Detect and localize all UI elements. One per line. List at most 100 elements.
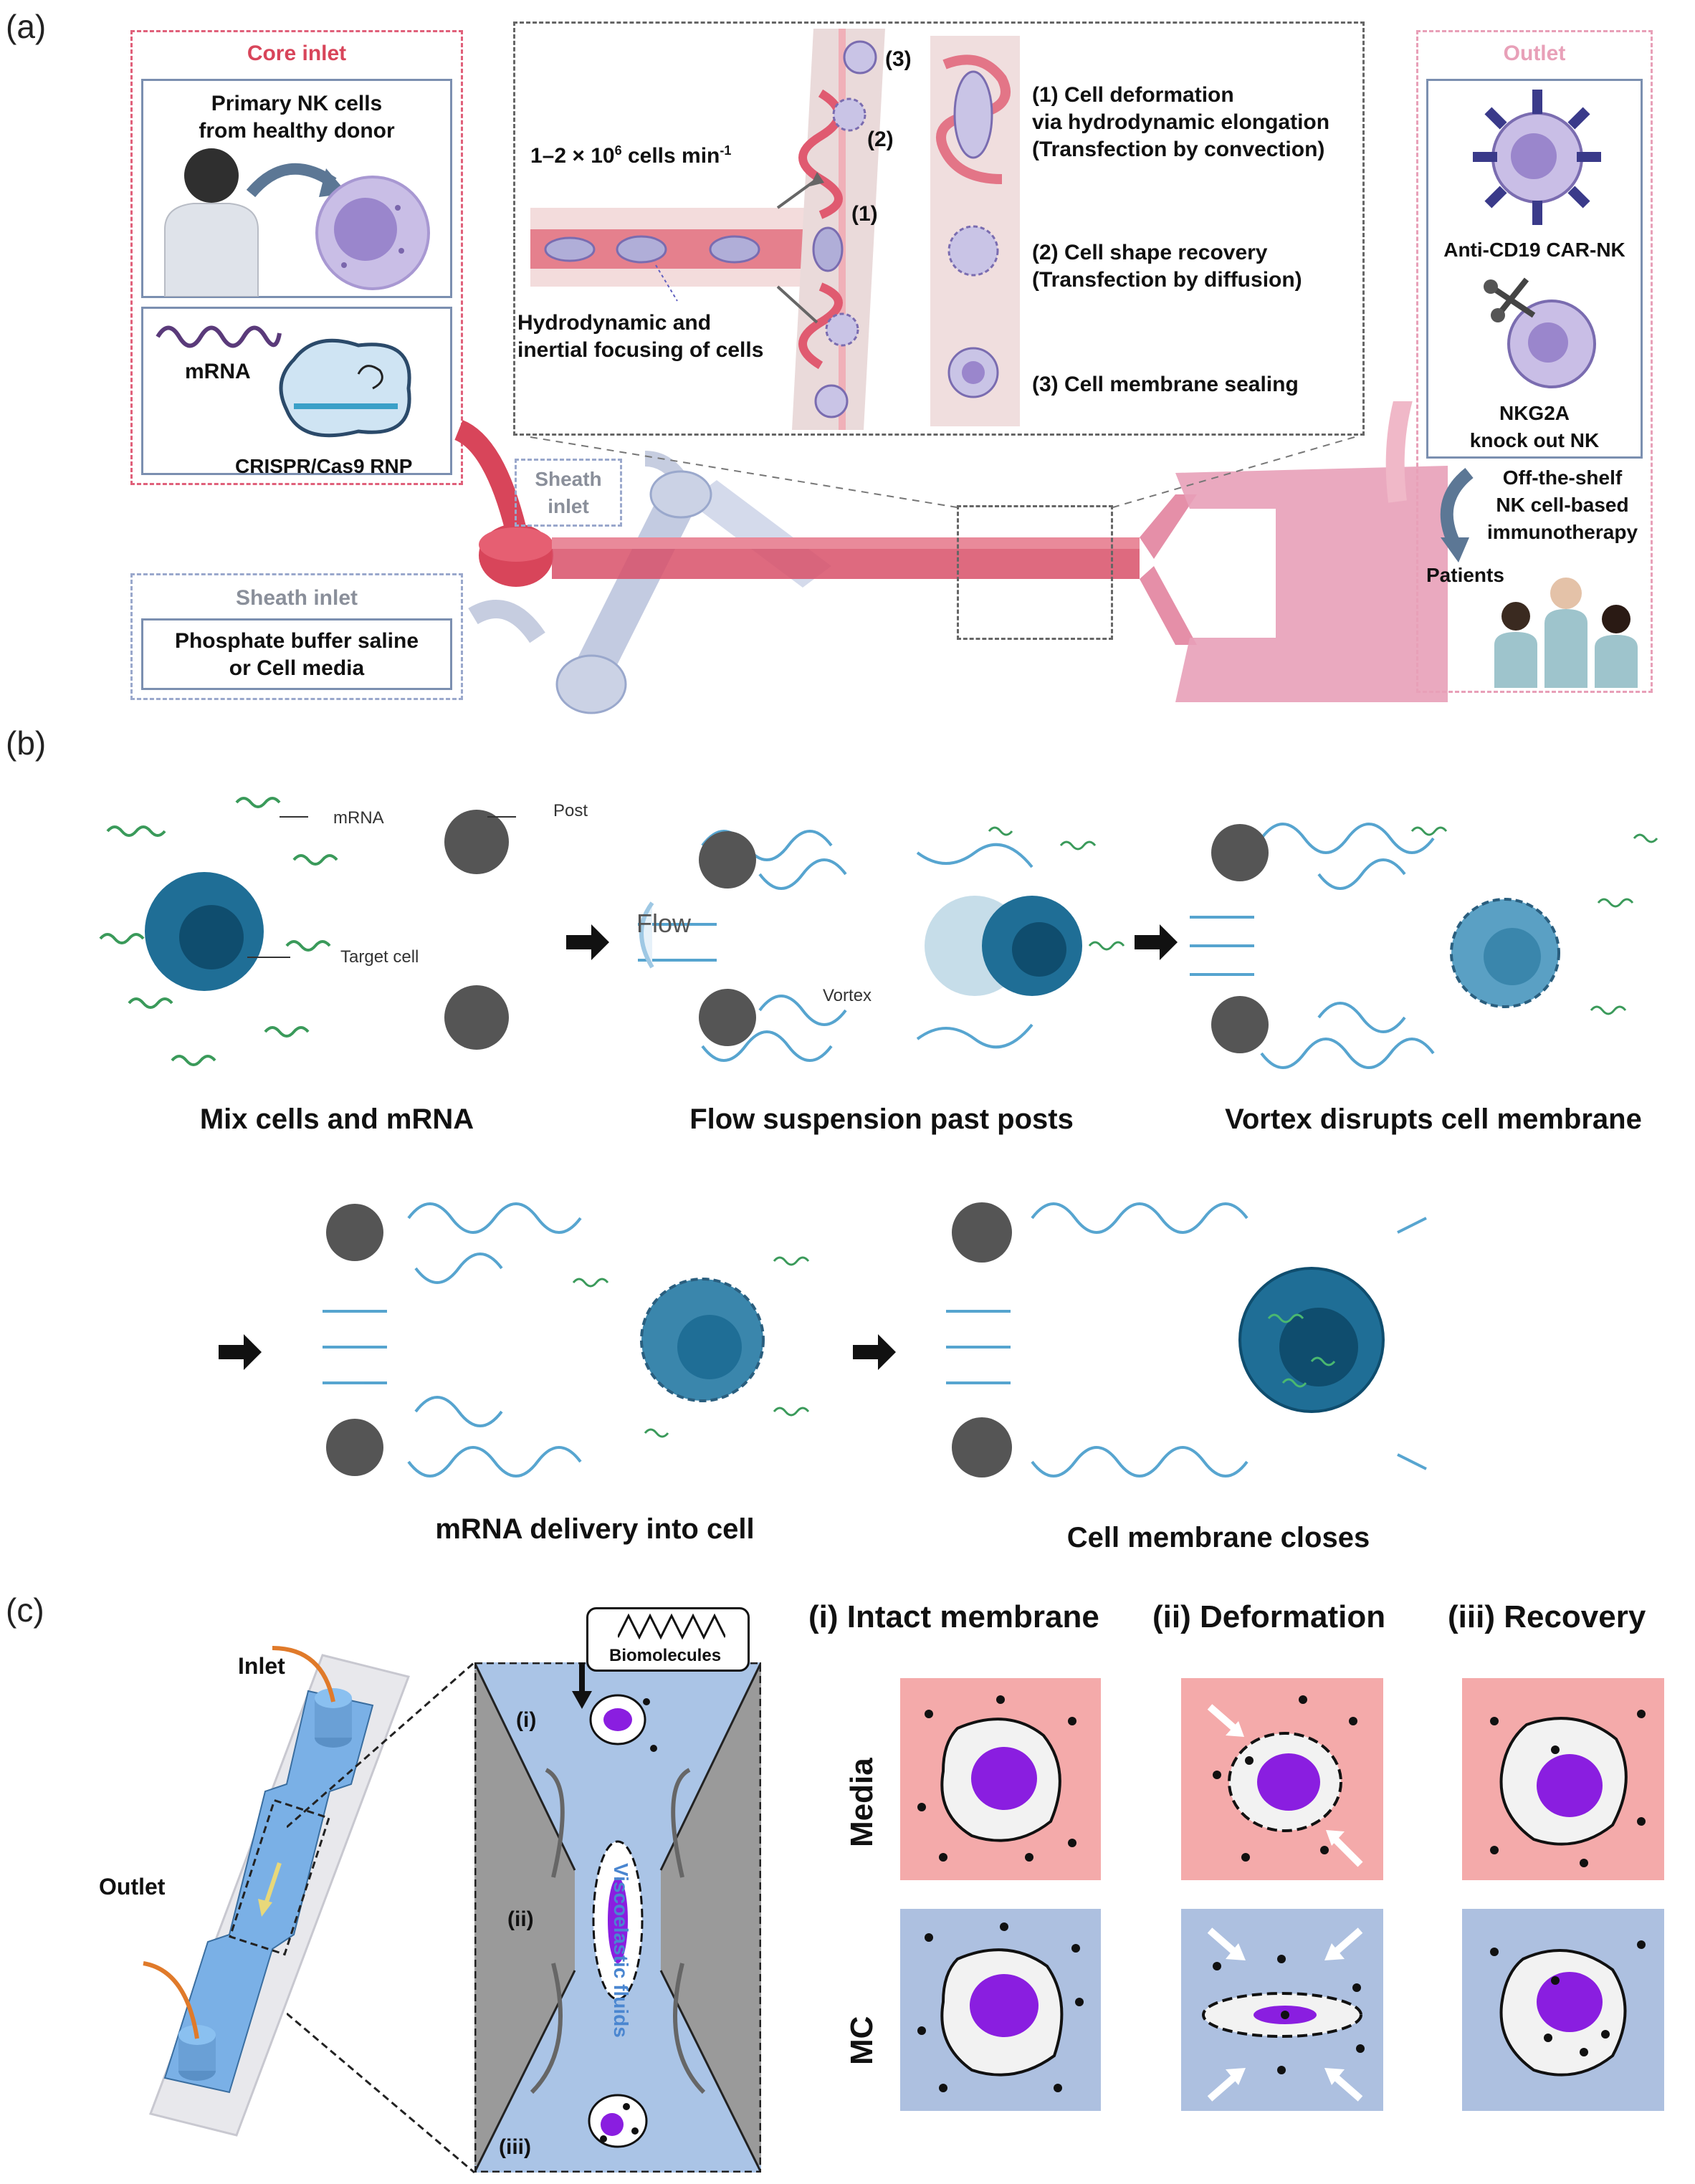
media-intact-cell [900, 1678, 1101, 1880]
core-inlet-title: Core inlet [247, 42, 347, 65]
mc-deformation-cell [1181, 1909, 1383, 2111]
nk-cells-line2: from healthy donor [199, 119, 395, 143]
nk-cells-line1: Primary NK cells [211, 92, 383, 115]
marker-3: (3) [885, 47, 912, 71]
therapy-line2: NK cell-based [1496, 494, 1629, 516]
focusing-line1: Hydrodynamic and [517, 311, 712, 335]
biomolecules-callout [586, 1607, 750, 1672]
stage-ii-label: (ii) [507, 1907, 534, 1931]
panel-c-label: (c) [6, 1591, 44, 1629]
step3-caption: Vortex disrupts cell membrane [1225, 1103, 1642, 1135]
flow-rate-label: 1–2 × 106 cells min-1 [530, 143, 731, 168]
focusing-line2: inertial focusing of cells [517, 338, 764, 362]
donor-person-icon [164, 148, 259, 297]
col-ii-header: (ii) Deformation [1152, 1599, 1386, 1634]
stage-i-label: (i) [516, 1708, 537, 1732]
mc-recovery-cell [1462, 1909, 1664, 2111]
ko-line1: NKG2A [1499, 402, 1570, 424]
step3-line1: (3) Cell membrane sealing [1032, 373, 1299, 396]
marker-1: (1) [851, 202, 878, 226]
panel-a-label: (a) [6, 8, 47, 45]
flow-rate-main: 1–2 × 10 [530, 144, 615, 168]
zoom-region-box [957, 505, 1113, 640]
therapy-line3: immunotherapy [1486, 521, 1638, 543]
mrna-strands [99, 797, 338, 1066]
media-recovery-cell [1462, 1678, 1664, 1880]
mc-intact-cell [900, 1909, 1101, 2111]
viscoelastic-label: Viscoelastic fluids [610, 1863, 632, 2038]
donor-to-nk-illustration [164, 148, 430, 297]
step1-line1: (1) Cell deformation [1032, 83, 1234, 107]
flow-rate-unit-exp: -1 [720, 143, 732, 158]
outlet-label: Outlet [99, 1874, 166, 1900]
step1-mix-illustration [99, 797, 516, 1066]
outlet-box [1416, 30, 1653, 693]
crispr-label: CRISPR/Cas9 RNP [235, 455, 413, 477]
biomolecules-label: Biomolecules [609, 1646, 722, 1665]
panel-b-label: (b) [6, 724, 47, 762]
patients-group-icon [1494, 578, 1638, 688]
curved-down-arrow-icon [1440, 467, 1474, 562]
flow-rate-exp: 6 [614, 143, 622, 158]
step-arrow-icon [853, 1334, 896, 1370]
sheath-line1: Phosphate buffer saline [174, 629, 419, 653]
cell-stages-strip [930, 36, 1020, 426]
step2-caption: Flow suspension past posts [689, 1103, 1074, 1135]
nk-cell-icon [315, 176, 430, 290]
step4-caption: mRNA delivery into cell [435, 1513, 755, 1545]
car-nk-cell-icon [1473, 90, 1601, 225]
core-inlet-box [130, 30, 463, 485]
outlet-title: Outlet [1503, 42, 1566, 65]
post-callout: Post [553, 801, 588, 820]
flow-label: Flow [636, 909, 692, 938]
therapy-line1: Off-the-shelf [1502, 466, 1623, 489]
sheath-chip-line1: Sheath [535, 468, 602, 490]
channel-detail-illustration [530, 29, 885, 430]
sheath-inlet-box [130, 573, 463, 700]
sheath-chip-line2: inlet [548, 495, 589, 517]
target-cell-callout: Target cell [340, 947, 419, 967]
ko-line2: knock out NK [1469, 429, 1600, 451]
marker-2: (2) [867, 128, 894, 151]
step3-vortex-illustration [1190, 823, 1658, 1069]
row-media-label: Media [844, 1758, 879, 1847]
zoom-lines [287, 1662, 475, 2174]
sheath-inlet-chip-label-box [515, 459, 622, 527]
step-arrow-icon [566, 924, 609, 960]
media-deformation-cell [1181, 1678, 1383, 1880]
col-iii-header: (iii) Recovery [1448, 1599, 1646, 1634]
step2-line2: (Transfection by diffusion) [1032, 268, 1302, 292]
flow-rate-unit: cells min [621, 144, 720, 168]
viscoelastic-chip-illustration [143, 1646, 410, 2137]
vortex-label: Vortex [823, 986, 872, 1005]
constriction-channel-illustration [474, 1662, 761, 2173]
step2-flow-illustration [638, 826, 1125, 1062]
biomolecules-wave-icon [618, 1613, 725, 1640]
step-arrow-icon [1135, 924, 1178, 960]
sheath-line2: or Cell media [229, 656, 365, 680]
car-nk-label: Anti-CD19 CAR-NK [1443, 239, 1625, 261]
row-mc-label: MC [844, 2016, 879, 2065]
step1-caption: Mix cells and mRNA [199, 1103, 474, 1135]
stage-iii-label: (iii) [499, 2135, 531, 2159]
step5-caption: Cell membrane closes [1066, 1522, 1370, 1553]
inlet-label: Inlet [238, 1653, 285, 1679]
col-i-header: (i) Intact membrane [808, 1599, 1099, 1634]
sheath-inlet-title: Sheath inlet [235, 586, 358, 610]
curved-arrow-icon [246, 163, 337, 198]
nkg2a-ko-cell-icon [1484, 277, 1596, 388]
mrna-squiggle-icon [156, 325, 282, 348]
step1-line2: via hydrodynamic elongation [1032, 110, 1330, 134]
microfluidic-chip-illustration [454, 401, 1448, 714]
patients-label: Patients [1426, 564, 1504, 586]
crispr-rnp-icon [279, 338, 411, 438]
mrna-label: mRNA [185, 360, 251, 383]
zoom-guide-lines [530, 436, 1355, 508]
step1-line3: (Transfection by convection) [1032, 138, 1325, 161]
step5-closing-illustration [946, 1202, 1427, 1477]
step2-line1: (2) Cell shape recovery [1032, 241, 1268, 264]
step-arrow-icon [219, 1334, 262, 1370]
sheath-media-card [141, 618, 452, 690]
mrna-callout: mRNA [333, 808, 384, 828]
step4-delivery-illustration [323, 1202, 810, 1477]
